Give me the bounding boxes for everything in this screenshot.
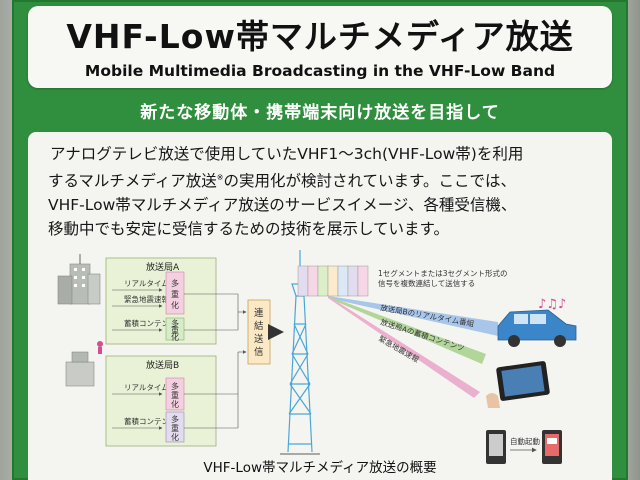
mux-b1-char1: 多 — [171, 381, 179, 391]
beam-label-emergency: 緊急地震速報 — [377, 333, 421, 364]
music-notes-icon: ♪♫♪ — [538, 297, 566, 312]
diagram-caption: VHF-Low帯マルチメディア放送の概要 — [203, 460, 437, 476]
broadcast-tower-icon — [280, 250, 320, 455]
car-receiver-icon — [497, 309, 577, 347]
footnote-mark: ※ — [216, 173, 224, 182]
intro-line-1: アナログテレビ放送で使用していたVHF1〜3ch(VHF-Low帯)を利用 — [50, 145, 524, 163]
segment-note-line-1: 1セグメントまたは3セグメント形式の — [378, 268, 508, 278]
panel-subtitle: Mobile Multimedia Broadcasting in the VH… — [84, 62, 556, 80]
mux-b1-char3: 化 — [171, 399, 179, 409]
intro-line-2a: するマルチメディア放送 — [48, 172, 217, 191]
mux-b2-char2: 重 — [171, 423, 179, 433]
intro-line-3: VHF-Low帯マルチメディア放送のサービスイメージ、各種受信機、 — [48, 196, 517, 215]
panel-title: VHF-Low帯マルチメディア放送 — [66, 17, 574, 56]
mux-b1-char2: 重 — [171, 390, 179, 400]
concat-char4: 信 — [254, 346, 264, 358]
station-a-group: 放送局A リアルタイム番組 緊急地震速報 蓄積コンテンツ 多 重 化 多 重 化 — [105, 257, 247, 345]
station-b-mux-2 — [165, 411, 185, 443]
concat-char3: 送 — [254, 333, 264, 345]
mux-a2-char1: 多 — [171, 318, 179, 328]
intro-line-2b: の実用化が検討されています。ここでは、 — [223, 172, 517, 191]
concat-transmit-box: 連 結 送 信 — [247, 299, 284, 365]
station-b-stored-label: 蓄積コンテンツ — [124, 416, 177, 426]
station-a-stored-label: 蓄積コンテンツ — [124, 318, 177, 328]
mux-a2-char3: 化 — [171, 332, 179, 342]
mux-a1-char3: 化 — [171, 300, 179, 310]
station-a-mux-2 — [165, 317, 185, 341]
station-b-group: 放送局B リアルタイム番組 蓄積コンテンツ 多 重 化 多 重 化 — [105, 350, 247, 447]
intro-paragraph: アナログテレビ放送で使用していたVHF1〜3ch(VHF-Low帯)を利用 する… — [48, 142, 608, 241]
panel-tagline: 新たな移動体・携帯端末向け放送を目指して — [140, 103, 500, 123]
auto-start-label: 自動起動 — [510, 436, 540, 446]
station-a-emergency-label: 緊急地震速報 — [124, 294, 169, 304]
title-banner: VHF-Low帯マルチメディア放送 Mobile Multimedia Broa… — [28, 6, 612, 88]
segment-signal-blocks — [297, 265, 369, 297]
mux-b2-char1: 多 — [171, 414, 179, 424]
concat-char1: 連 — [254, 307, 264, 319]
station-a-mux-1 — [165, 271, 185, 315]
exhibit-panel: VHF-Low帯マルチメディア放送 Mobile Multimedia Broa… — [12, 0, 628, 480]
intro-line-2: するマルチメディア放送※の実用化が検討されています。ここでは、 — [48, 166, 608, 193]
content-area: アナログテレビ放送で使用していたVHF1〜3ch(VHF-Low帯)を利用 する… — [28, 132, 612, 480]
signal-beams — [328, 296, 498, 398]
intro-line-4: 移動中でも安定に受信するための技術を展示しています。 — [48, 220, 449, 239]
tablet-receiver-icon — [486, 361, 550, 408]
station-b-realtime-label: リアルタイム番組 — [124, 382, 184, 392]
station-b-label: 放送局B — [146, 359, 179, 371]
broadcast-overview-diagram: 放送局A リアルタイム番組 緊急地震速報 蓄積コンテンツ 多 重 化 多 重 化 — [57, 250, 577, 464]
concat-char2: 結 — [254, 320, 264, 332]
segment-note-line-2: 信号を複数連結して送信する — [378, 278, 475, 288]
station-b-building-icon — [65, 341, 103, 387]
station-a-building-icon — [57, 254, 101, 305]
phone-receiver-before-icon — [486, 430, 506, 464]
phone-receiver-after-icon — [542, 430, 562, 464]
mux-a2-char2: 重 — [171, 325, 179, 335]
mux-a1-char1: 多 — [171, 278, 179, 288]
station-a-realtime-label: リアルタイム番組 — [124, 278, 184, 288]
mux-b2-char3: 化 — [171, 432, 179, 442]
mux-a1-char2: 重 — [171, 289, 179, 299]
station-a-label: 放送局A — [146, 261, 180, 273]
